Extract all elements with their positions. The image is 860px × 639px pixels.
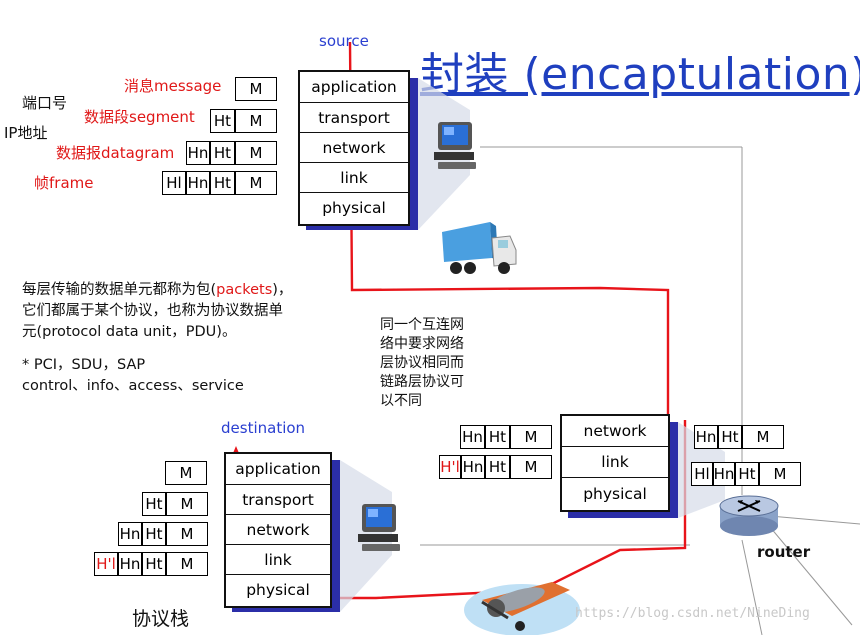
link-line-out-2 xyxy=(769,526,853,626)
router-out-frame-row: Hl Hn Ht M xyxy=(691,462,801,486)
layer-transport: transport xyxy=(226,485,330,515)
layer-link: link xyxy=(226,545,330,575)
link-line-out-3 xyxy=(741,539,763,635)
router-label: router xyxy=(757,543,811,561)
layer-application: application xyxy=(226,454,330,485)
internetwork-note: 同一个互连网 络中要求网络 层协议相同而 链路层协议可 以不同 xyxy=(380,316,464,411)
header-m: M xyxy=(759,462,801,486)
layer-application: application xyxy=(300,72,408,103)
layer-transport: transport xyxy=(300,103,408,133)
source-protocol-stack: application transport network link physi… xyxy=(298,70,410,226)
header-hn: Hn xyxy=(694,425,718,449)
header-m: M xyxy=(235,171,277,195)
header-m: M xyxy=(235,77,277,101)
protocol-stack-label: 协议栈 xyxy=(132,608,190,630)
header-hn: Hn xyxy=(186,171,210,195)
ip-address-label: IP地址 xyxy=(4,124,48,142)
header-hn: Hn xyxy=(713,462,735,486)
layer-network: network xyxy=(226,515,330,545)
dest-message-row: M xyxy=(165,461,207,485)
layer-physical: physical xyxy=(322,199,386,217)
header-ht: Ht xyxy=(142,552,166,576)
header-ht: Ht xyxy=(142,492,166,516)
header-ht: Ht xyxy=(210,141,235,165)
source-label: source xyxy=(319,32,369,50)
header-ht: Ht xyxy=(142,522,166,546)
source-datagram-row: Hn Ht M xyxy=(186,141,277,165)
header-ht: Ht xyxy=(210,109,235,133)
header-m: M xyxy=(235,141,277,165)
header-hn: Hn xyxy=(461,455,485,479)
computer-icon xyxy=(356,502,406,554)
packets-description: 每层传输的数据单元都称为包(packets)， 它们都属于某个协议，也称为协议数… xyxy=(22,280,362,397)
para-line1a: 每层传输的数据单元都称为包( xyxy=(22,282,217,298)
source-segment-row: Ht M xyxy=(210,109,277,133)
note-line4: 链路层协议可 xyxy=(380,374,464,390)
header-hn: Hn xyxy=(460,425,485,449)
pdu-label-message: 消息message xyxy=(124,77,222,95)
router-out-datagram-row: Hn Ht M xyxy=(694,425,784,449)
router-in-frame-row: H'l Hn Ht M xyxy=(439,455,552,479)
para-packets: packets xyxy=(216,282,273,298)
layer-network: network xyxy=(300,133,408,163)
header-m: M xyxy=(166,522,208,546)
header-m: M xyxy=(166,492,208,516)
header-hl: Hl xyxy=(691,462,713,486)
header-m: M xyxy=(166,552,208,576)
header-hl-prime: H'l xyxy=(439,455,461,479)
header-ht: Ht xyxy=(735,462,759,486)
note-line3: 层协议相同而 xyxy=(380,355,464,371)
layer-physical: physical xyxy=(246,581,310,599)
para-line4: * PCI，SDU，SAP xyxy=(22,357,146,373)
header-m: M xyxy=(510,425,552,449)
watermark: https://blog.csdn.net/NineDing xyxy=(575,606,810,621)
dest-segment-row: Ht M xyxy=(142,492,208,516)
para-line5: control、info、access、service xyxy=(22,378,244,394)
router-in-datagram-row: Hn Ht M xyxy=(460,425,552,449)
note-line2: 络中要求网络 xyxy=(380,336,464,352)
layer-physical: physical xyxy=(583,484,647,503)
port-label: 端口号 xyxy=(22,94,68,112)
header-ht: Ht xyxy=(485,425,510,449)
header-ht: Ht xyxy=(485,455,510,479)
link-line-out-1 xyxy=(769,515,860,525)
header-m: M xyxy=(510,455,552,479)
para-line1c: )， xyxy=(272,282,293,298)
header-hl-prime: H'l xyxy=(94,552,118,576)
para-line3: 元(protocol data unit，PDU)。 xyxy=(22,324,237,340)
header-hn: Hn xyxy=(118,552,142,576)
router-protocol-stack: network link physical xyxy=(560,414,670,512)
airplane-icon xyxy=(452,560,582,636)
header-m: M xyxy=(742,425,784,449)
header-hl: Hl xyxy=(162,171,186,195)
layer-network: network xyxy=(562,416,668,447)
header-ht: Ht xyxy=(210,171,235,195)
pdu-label-segment: 数据段segment xyxy=(84,108,195,126)
dest-frame-row: H'l Hn Ht M xyxy=(94,552,208,576)
page-title: 封装 (encaptulation) xyxy=(420,49,860,100)
pdu-label-datagram: 数据报datagram xyxy=(56,144,175,162)
header-m: M xyxy=(165,461,207,485)
source-frame-row: Hl Hn Ht M xyxy=(162,171,277,195)
layer-link: link xyxy=(562,447,668,478)
para-line2: 它们都属于某个协议，也称为协议数据单 xyxy=(22,303,283,319)
header-m: M xyxy=(235,109,277,133)
header-hn: Hn xyxy=(186,141,210,165)
dest-datagram-row: Hn Ht M xyxy=(118,522,208,546)
layer-link: link xyxy=(300,163,408,193)
note-line5: 以不同 xyxy=(380,393,422,409)
pdu-label-frame: 帧frame xyxy=(34,174,94,192)
destination-label: destination xyxy=(221,419,306,437)
source-message-row: M xyxy=(235,77,277,101)
note-line1: 同一个互连网 xyxy=(380,317,464,333)
header-hn: Hn xyxy=(118,522,142,546)
header-ht: Ht xyxy=(718,425,742,449)
computer-icon xyxy=(432,120,482,172)
destination-protocol-stack: application transport network link physi… xyxy=(224,452,332,608)
router-icon xyxy=(718,492,780,540)
truck-icon xyxy=(440,218,518,276)
